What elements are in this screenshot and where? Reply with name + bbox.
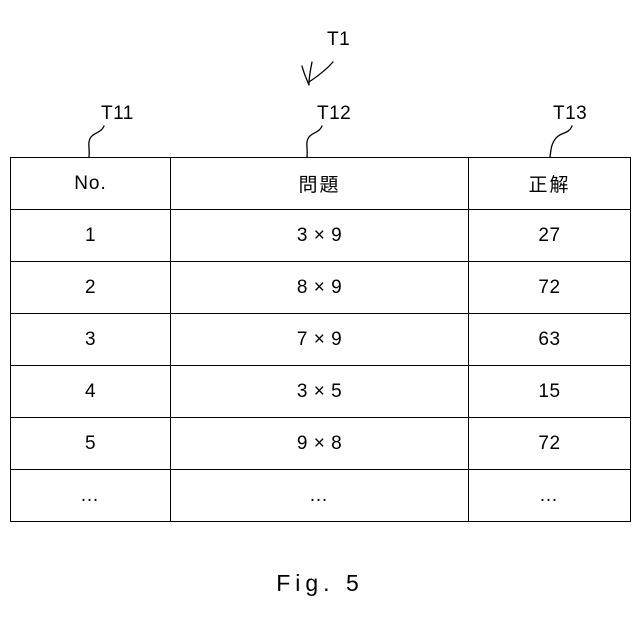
cell-answer: 63	[468, 313, 631, 366]
figure-caption: Fig. 5	[276, 570, 364, 596]
leader-line-t12	[306, 125, 323, 158]
cell-problem: 9 × 8	[170, 417, 469, 470]
cell-no: 3	[10, 313, 171, 366]
cell-problem: 3 × 9	[170, 209, 469, 262]
cell-no: 2	[10, 261, 171, 314]
leader-line-t13	[549, 125, 573, 158]
table-row: 2 8 × 9 72	[10, 261, 631, 314]
table-row: 1 3 × 9 27	[10, 209, 631, 262]
leader-line-t11	[88, 125, 105, 158]
table-row: 5 9 × 8 72	[10, 417, 631, 470]
cell-problem: …	[170, 469, 469, 522]
table-header-row: No. 問題 正解	[10, 157, 631, 210]
table-row-ellipsis: … … …	[10, 469, 631, 522]
column-header-problem: 問題	[170, 157, 469, 210]
cell-answer: 15	[468, 365, 631, 418]
cell-no: …	[10, 469, 171, 522]
column-header-no: No.	[10, 157, 171, 210]
cell-answer: 27	[468, 209, 631, 262]
reference-label-t11: T11	[101, 103, 134, 124]
cell-no: 1	[10, 209, 171, 262]
cell-no: 4	[10, 365, 171, 418]
column-header-answer: 正解	[468, 157, 631, 210]
cell-answer: …	[468, 469, 631, 522]
reference-label-t12: T12	[317, 103, 352, 124]
cell-problem: 3 × 5	[170, 365, 469, 418]
problem-answer-table: No. 問題 正解 1 3 × 9 27 2 8 × 9 72 3 7 × 9 …	[10, 157, 631, 522]
cell-answer: 72	[468, 261, 631, 314]
cell-problem: 7 × 9	[170, 313, 469, 366]
reference-label-t13: T13	[553, 103, 588, 124]
leader-line-t1	[301, 61, 334, 86]
cell-no: 5	[10, 417, 171, 470]
reference-label-t1: T1	[327, 29, 351, 50]
cell-answer: 72	[468, 417, 631, 470]
table-row: 4 3 × 5 15	[10, 365, 631, 418]
cell-problem: 8 × 9	[170, 261, 469, 314]
table-row: 3 7 × 9 63	[10, 313, 631, 366]
